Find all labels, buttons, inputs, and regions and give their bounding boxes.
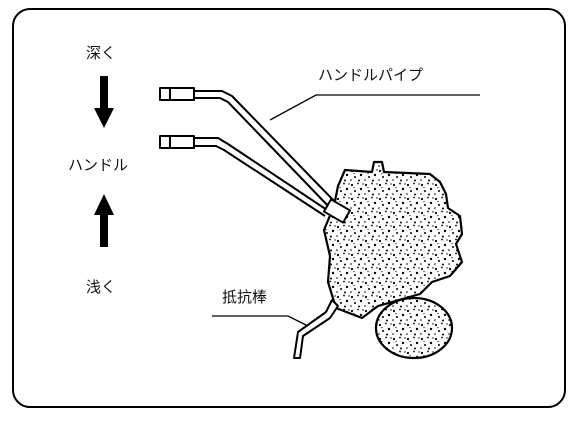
down-arrow-icon: [94, 76, 114, 128]
handle-pipe-label: ハンドルパイプ: [318, 66, 423, 84]
lower-handle-grip: [159, 135, 195, 149]
upper-handle-grip: [159, 87, 195, 101]
tiller-machine: [159, 87, 464, 360]
tiller-rotor: [374, 296, 454, 360]
resistance-bar-leader: [212, 315, 309, 327]
up-arrow-icon: [94, 194, 114, 247]
handle-pipe-leader: [269, 94, 480, 121]
engine-body: [322, 160, 464, 320]
shallow-label: 浅く: [86, 278, 116, 296]
deep-label: 深く: [86, 44, 116, 62]
resistance-bar: [293, 299, 339, 359]
handle-label: ハンドル: [68, 156, 128, 174]
resistance-bar-label: 抵抗棒: [222, 288, 267, 306]
